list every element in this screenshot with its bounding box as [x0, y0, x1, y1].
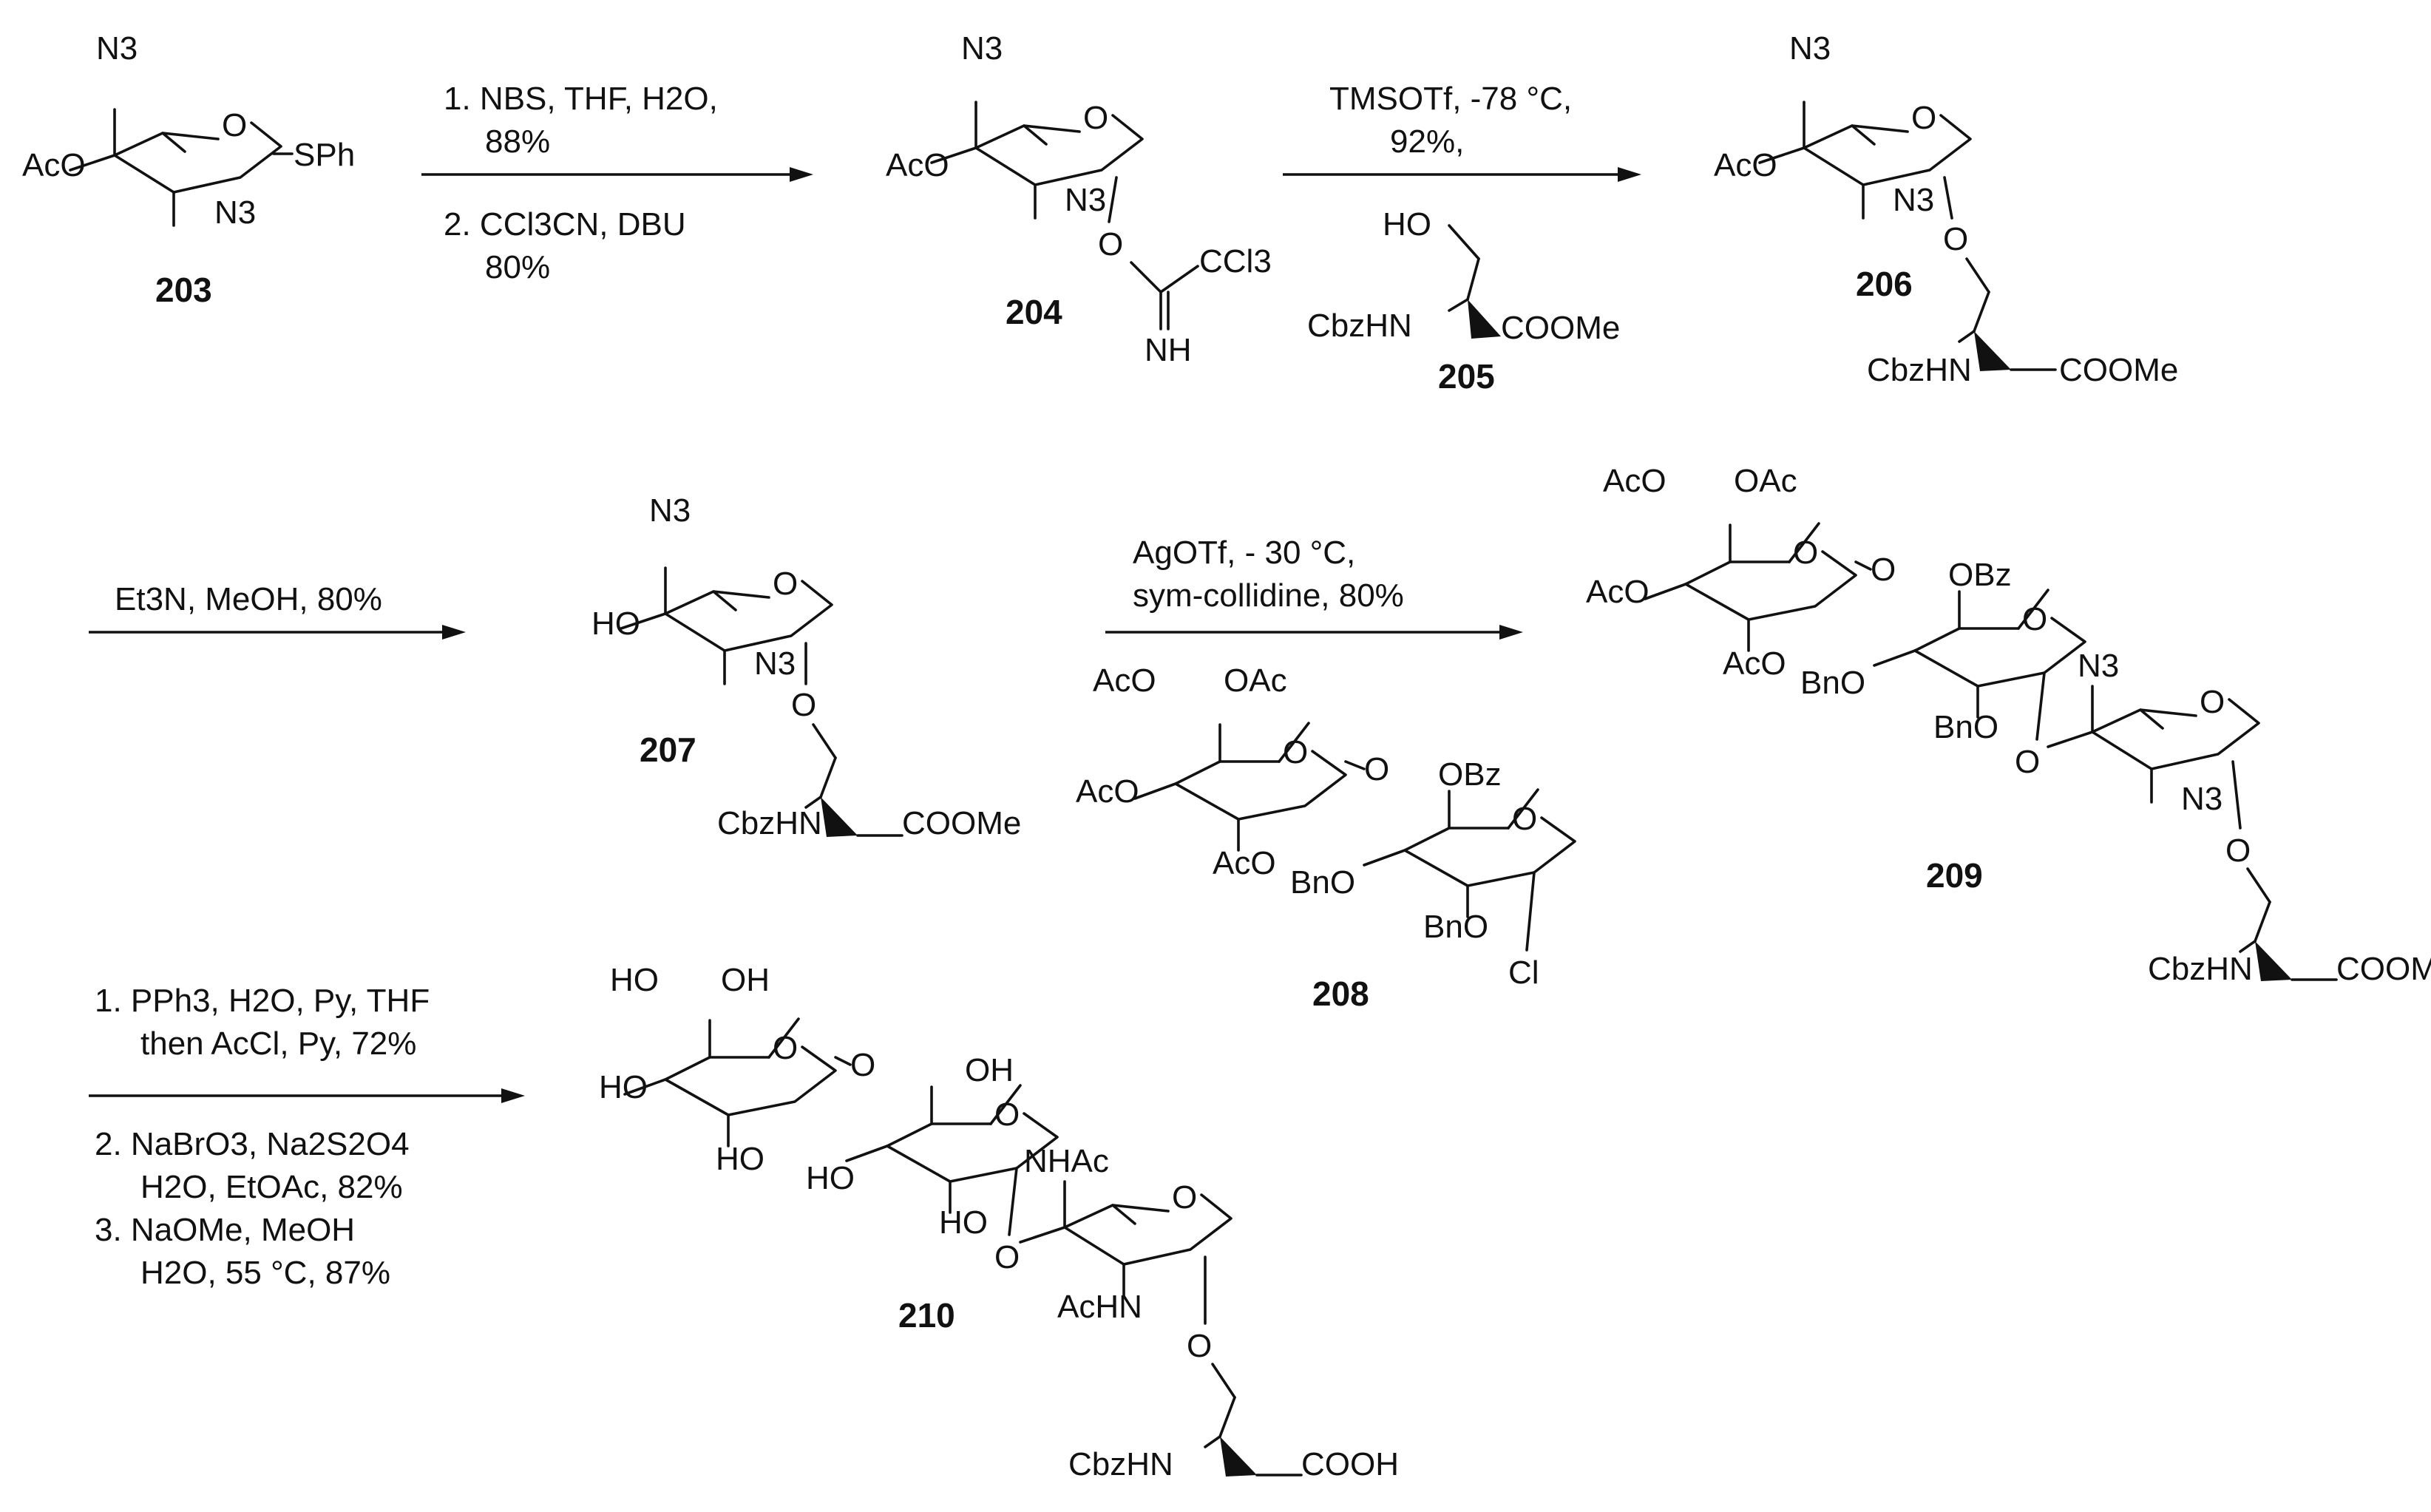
compound-label-210: 210: [898, 1296, 955, 1335]
compound-210: HO OH HO HO O OH HO HO O NHAc AcHN O Cbz…: [599, 962, 1399, 1482]
svg-text:AcO: AcO: [1213, 845, 1276, 881]
svg-text:then AcCl, Py, 72%: then AcCl, Py, 72%: [140, 1025, 416, 1062]
compound-203: N3 AcO SPh N3 203: [22, 30, 355, 309]
svg-text:AcO: AcO: [1714, 147, 1777, 183]
svg-text:CbzHN: CbzHN: [1867, 352, 1972, 388]
svg-text:NHAc: NHAc: [1024, 1143, 1109, 1179]
compound-label-203: 203: [155, 271, 212, 309]
compound-207: N3 HO N3 O CbzHN COOMe 207: [591, 492, 1021, 841]
svg-text:HO: HO: [806, 1160, 855, 1196]
svg-text:COOH: COOH: [1301, 1446, 1399, 1482]
svg-text:N3: N3: [1893, 182, 1934, 218]
svg-text:AcO: AcO: [1586, 574, 1650, 610]
compound-208: AcO OAc AcO AcO O OBz BnO BnO Cl 208: [1076, 662, 1576, 1013]
svg-text:O: O: [2225, 833, 2251, 869]
compound-label-204: 204: [1006, 293, 1062, 331]
compound-label-205: 205: [1438, 357, 1495, 396]
svg-text:CbzHN: CbzHN: [1068, 1446, 1173, 1482]
svg-text:Et3N, MeOH, 80%: Et3N, MeOH, 80%: [115, 581, 382, 617]
svg-text:COOMe: COOMe: [2336, 951, 2431, 987]
svg-text:CbzHN: CbzHN: [717, 805, 822, 841]
svg-text:AgOTf, - 30 °C,: AgOTf, - 30 °C,: [1133, 535, 1355, 571]
svg-text:TMSOTf, -78 °C,: TMSOTf, -78 °C,: [1329, 81, 1572, 117]
svg-text:AcHN: AcHN: [1057, 1289, 1142, 1325]
compound-label-207: 207: [640, 730, 696, 769]
svg-text:N3: N3: [961, 30, 1003, 67]
svg-text:O: O: [1943, 221, 1968, 257]
svg-text:HO: HO: [591, 606, 640, 642]
svg-text:BnO: BnO: [1933, 709, 1998, 745]
svg-text:AcO: AcO: [1076, 773, 1139, 810]
svg-text:COOMe: COOMe: [1501, 310, 1620, 346]
svg-text:80%: 80%: [485, 249, 550, 285]
compound-206: N3 AcO N3 O CbzHN COOMe 206: [1714, 30, 2178, 388]
svg-text:N3: N3: [1789, 30, 1831, 67]
svg-text:CCl3: CCl3: [1199, 243, 1272, 279]
svg-text:AcO: AcO: [22, 147, 86, 183]
svg-text:AcO: AcO: [1093, 662, 1156, 699]
svg-text:O: O: [850, 1047, 875, 1083]
svg-text:OBz: OBz: [1948, 557, 2012, 593]
svg-text:O: O: [994, 1239, 1020, 1275]
compound-205: HO CbzHN COOMe 205: [1307, 206, 1620, 396]
svg-text:OAc: OAc: [1224, 662, 1287, 699]
compound-label-209: 209: [1926, 856, 1983, 895]
svg-text:NH: NH: [1145, 332, 1192, 368]
svg-text:2. NaBrO3, Na2S2O4: 2. NaBrO3, Na2S2O4: [95, 1126, 410, 1162]
svg-text:OBz: OBz: [1438, 756, 1502, 793]
svg-text:N3: N3: [2078, 648, 2119, 684]
svg-text:BnO: BnO: [1800, 665, 1865, 701]
svg-text:SPh: SPh: [294, 137, 355, 173]
svg-text:O: O: [1098, 226, 1123, 262]
svg-text:H2O, 55 °C, 87%: H2O, 55 °C, 87%: [140, 1255, 390, 1291]
svg-text:BnO: BnO: [1423, 909, 1488, 945]
reaction-arrow-3: Et3N, MeOH, 80%: [89, 581, 466, 640]
svg-text:CbzHN: CbzHN: [1307, 308, 1412, 344]
svg-text:O: O: [1187, 1328, 1212, 1364]
svg-text:N3: N3: [1065, 182, 1106, 218]
svg-text:O: O: [2015, 744, 2040, 780]
svg-text:HO: HO: [610, 962, 659, 998]
svg-text:HO: HO: [716, 1141, 764, 1177]
svg-text:H2O, EtOAc, 82%: H2O, EtOAc, 82%: [140, 1169, 403, 1205]
svg-text:OH: OH: [965, 1052, 1014, 1088]
svg-text:COOMe: COOMe: [2059, 352, 2178, 388]
reaction-arrow-5: 1. PPh3, H2O, Py, THF then AcCl, Py, 72%…: [89, 983, 525, 1291]
svg-text:AcO: AcO: [1723, 645, 1786, 682]
svg-text:AcO: AcO: [886, 147, 949, 183]
svg-text:HO: HO: [939, 1204, 988, 1241]
svg-text:sym-collidine, 80%: sym-collidine, 80%: [1133, 577, 1404, 614]
reaction-arrow-4: AgOTf, - 30 °C, sym-collidine, 80%: [1105, 535, 1523, 640]
compound-label-208: 208: [1312, 974, 1369, 1013]
svg-text:BnO: BnO: [1290, 864, 1355, 901]
svg-text:3. NaOMe, MeOH: 3. NaOMe, MeOH: [95, 1212, 355, 1248]
svg-text:COOMe: COOMe: [902, 805, 1021, 841]
svg-text:92%,: 92%,: [1390, 123, 1464, 160]
reaction-arrow-1: 1. NBS, THF, H2O, 88% 2. CCl3CN, DBU 80%: [421, 81, 813, 285]
reaction-arrow-2: TMSOTf, -78 °C, 92%,: [1283, 81, 1641, 182]
compound-204: N3 AcO N3 O CCl3 NH 204: [886, 30, 1272, 368]
svg-text:88%: 88%: [485, 123, 550, 160]
svg-text:N3: N3: [649, 492, 691, 529]
svg-text:N3: N3: [2181, 781, 2223, 817]
compound-label-206: 206: [1856, 265, 1913, 303]
svg-text:Cl: Cl: [1508, 955, 1539, 991]
svg-text:OAc: OAc: [1734, 463, 1797, 499]
svg-text:O: O: [1364, 751, 1389, 787]
svg-text:O: O: [791, 687, 816, 723]
svg-text:N3: N3: [96, 30, 138, 67]
svg-text:1. PPh3, H2O, Py, THF: 1. PPh3, H2O, Py, THF: [95, 983, 430, 1019]
svg-text:CbzHN: CbzHN: [2148, 951, 2253, 987]
svg-text:HO: HO: [599, 1069, 648, 1105]
svg-text:OH: OH: [721, 962, 770, 998]
svg-text:N3: N3: [754, 645, 796, 682]
svg-text:N3: N3: [214, 194, 256, 231]
compound-209: AcO OAc AcO AcO O OBz BnO BnO O N3 N3 O …: [1586, 463, 2431, 987]
svg-text:AcO: AcO: [1603, 463, 1667, 499]
svg-text:O: O: [1871, 552, 1896, 588]
svg-text:1. NBS, THF, H2O,: 1. NBS, THF, H2O,: [444, 81, 718, 117]
svg-text:HO: HO: [1383, 206, 1431, 243]
svg-text:2. CCl3CN, DBU: 2. CCl3CN, DBU: [444, 206, 686, 243]
